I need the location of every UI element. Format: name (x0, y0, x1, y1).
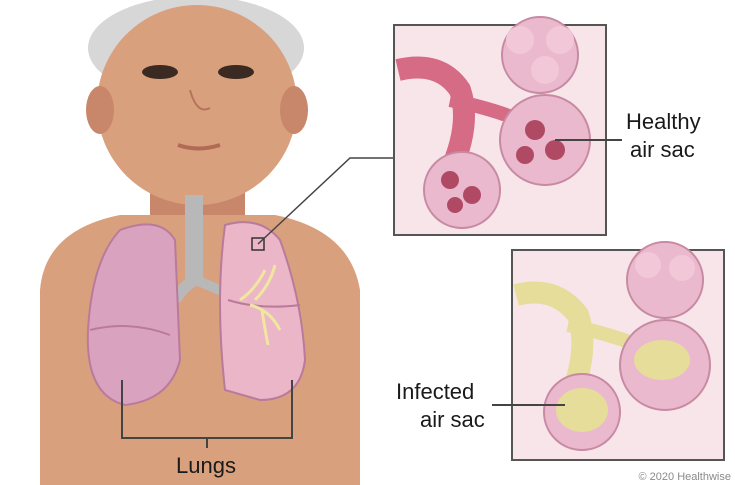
infected-alveoli-bottom (544, 374, 620, 450)
infected-alveoli-mid (620, 320, 710, 410)
copyright: © 2020 Healthwise (639, 471, 732, 483)
infected-label-line2: air sac (420, 408, 485, 432)
infected-alveoli-top (627, 242, 703, 318)
trachea (185, 195, 203, 285)
infected-label-line1: Infected (396, 380, 474, 404)
healthy-alveoli-top (502, 17, 578, 93)
child-figure (40, 0, 360, 485)
left-eye (142, 65, 178, 79)
right-ear (280, 86, 308, 134)
left-ear (86, 86, 114, 134)
lungs-label: Lungs (176, 454, 236, 478)
healthy-alveoli-bottom (424, 152, 500, 228)
healthy-label-line1: Healthy (626, 110, 701, 134)
healthy-inset (394, 17, 622, 235)
right-eye (218, 65, 254, 79)
infected-inset (492, 242, 724, 460)
healthy-label-line2: air sac (630, 138, 695, 162)
